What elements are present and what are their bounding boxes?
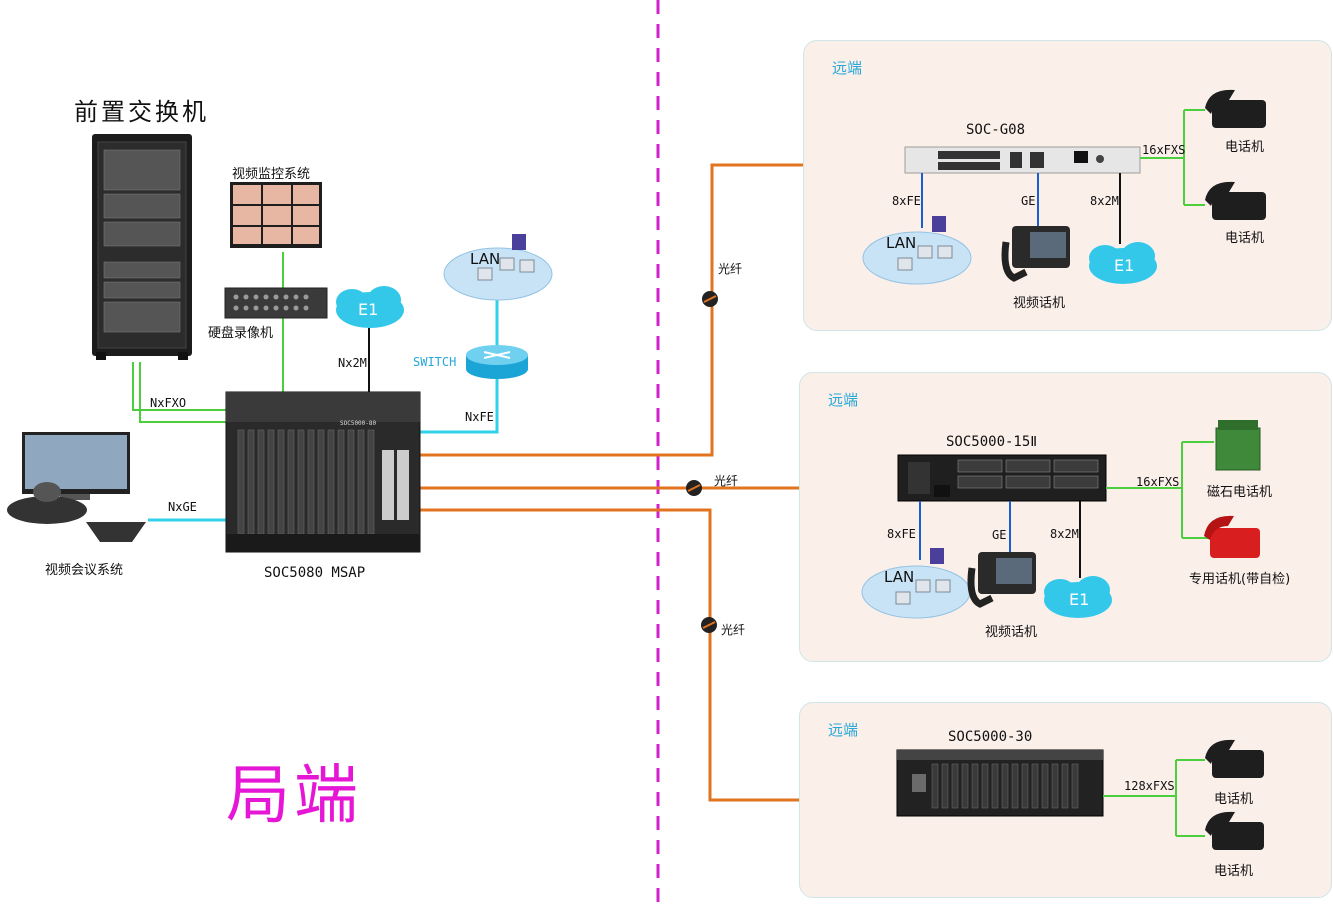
remote-2-phone2-label: 专用话机(带自检) [1189, 572, 1291, 587]
remote-1-e1-label: E1 [1114, 256, 1135, 275]
fiber-label-2: 光纤 [714, 474, 739, 488]
remote-2-e1-label: E1 [1069, 590, 1090, 609]
dvr-label: 硬盘录像机 [208, 326, 274, 341]
remote-3-device-label: SOC5000-30 [948, 729, 1033, 745]
remote-3-fxs-label: 128xFXS [1124, 779, 1175, 793]
remote-2-videophone-label: 视频话机 [985, 625, 1038, 640]
remote-panel-2: 远端 [799, 372, 1332, 662]
remote-2-fe-label: 8xFE [887, 527, 916, 541]
video-monitor-label: 视频监控系统 [232, 167, 311, 182]
e1-local-label: E1 [358, 300, 379, 319]
remote-1-device-label: SOC-G08 [966, 122, 1026, 138]
remote-panel-1-title: 远端 [832, 59, 863, 77]
remote-1-2m-label: 8x2M [1090, 194, 1119, 208]
remote-1-lan-label: LAN [886, 234, 917, 252]
remote-panel-3-title: 远端 [828, 721, 859, 739]
remote-panel-1: 远端 [803, 40, 1332, 331]
remote-3-phone2-label: 电话机 [1214, 864, 1254, 879]
remote-1-fe-label: 8xFE [892, 194, 921, 208]
msap-front-text: SOC5000-80 [340, 420, 377, 427]
lan-local-label: LAN [470, 250, 501, 268]
fxo-link-2 [139, 362, 228, 423]
remote-1-phone2-label: 电话机 [1225, 231, 1265, 246]
switch-label: SWITCH [413, 355, 457, 369]
remote-2-fxs-label: 16xFXS [1136, 475, 1180, 489]
fiber-link-3 [420, 508, 800, 802]
fiber-marker-2 [686, 480, 702, 496]
remote-1-ge-label: GE [1021, 194, 1036, 208]
front-switch-title: 前置交换机 [74, 98, 209, 126]
remote-2-phone1-label: 磁石电话机 [1207, 485, 1273, 500]
remote-panel-2-title: 远端 [828, 391, 859, 409]
fiber-marker-3 [701, 617, 717, 633]
fe-link [418, 378, 499, 434]
remote-1-fxs-label: 16xFXS [1142, 143, 1186, 157]
fiber-label-1: 光纤 [718, 262, 743, 276]
remote-1-videophone-label: 视频话机 [1013, 296, 1066, 311]
fiber-label-3: 光纤 [721, 623, 746, 637]
remote-2-ge-label: GE [992, 528, 1007, 542]
msap-label: SOC5080 MSAP [264, 565, 366, 581]
local-side-label: 局端 [226, 759, 362, 833]
nx2m-label: Nx2M [338, 356, 367, 370]
fxo-link [132, 362, 228, 411]
nxge-label: NxGE [168, 500, 197, 514]
remote-1-phone1-label: 电话机 [1225, 140, 1265, 155]
video-conf-label: 视频会议系统 [45, 563, 124, 578]
nxfxo-label: NxFXO [150, 396, 187, 410]
remote-2-device-label: SOC5000-15Ⅱ [946, 434, 1038, 450]
nxfe-label: NxFE [465, 410, 494, 424]
remote-2-2m-label: 8x2M [1050, 527, 1079, 541]
fiber-marker-1 [702, 291, 718, 307]
fiber-link-1 [420, 163, 805, 457]
remote-3-phone1-label: 电话机 [1214, 792, 1254, 807]
remote-2-lan-label: LAN [884, 568, 915, 586]
